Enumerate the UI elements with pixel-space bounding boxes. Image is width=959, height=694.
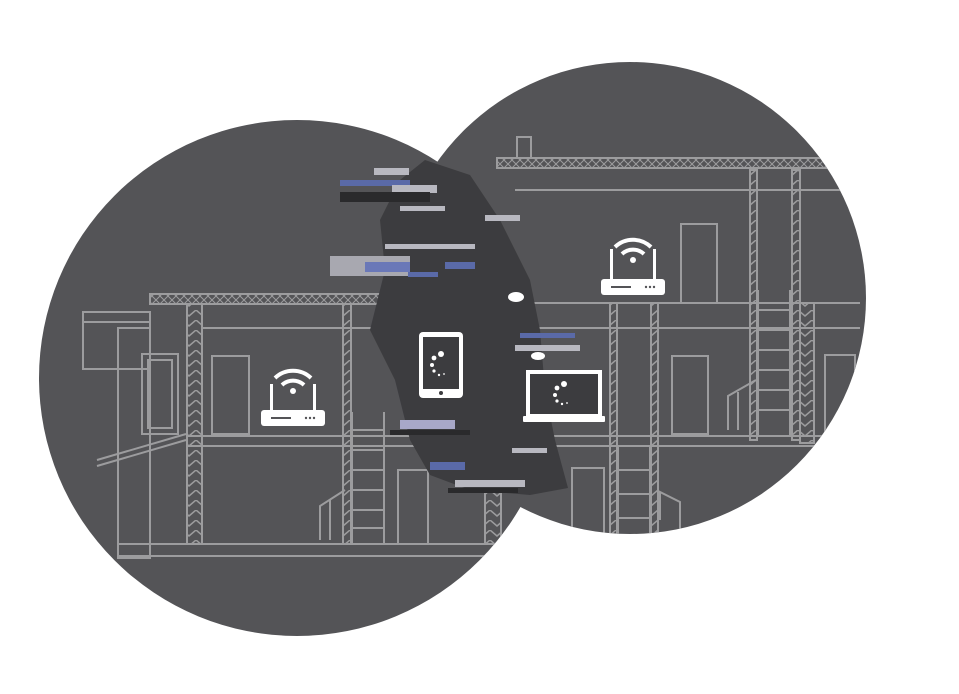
cloud-icon <box>531 352 545 360</box>
wifi-router-icon <box>601 237 665 295</box>
tablet-icon <box>419 332 463 398</box>
laptop-icon <box>523 370 605 422</box>
wifi-router-icon <box>261 368 325 426</box>
cloud-icon <box>508 292 524 302</box>
house-right-outline <box>496 136 860 534</box>
loading-spinner-icon <box>430 351 445 377</box>
signal-interference-zone <box>330 160 580 495</box>
loading-spinner-icon <box>553 381 568 406</box>
